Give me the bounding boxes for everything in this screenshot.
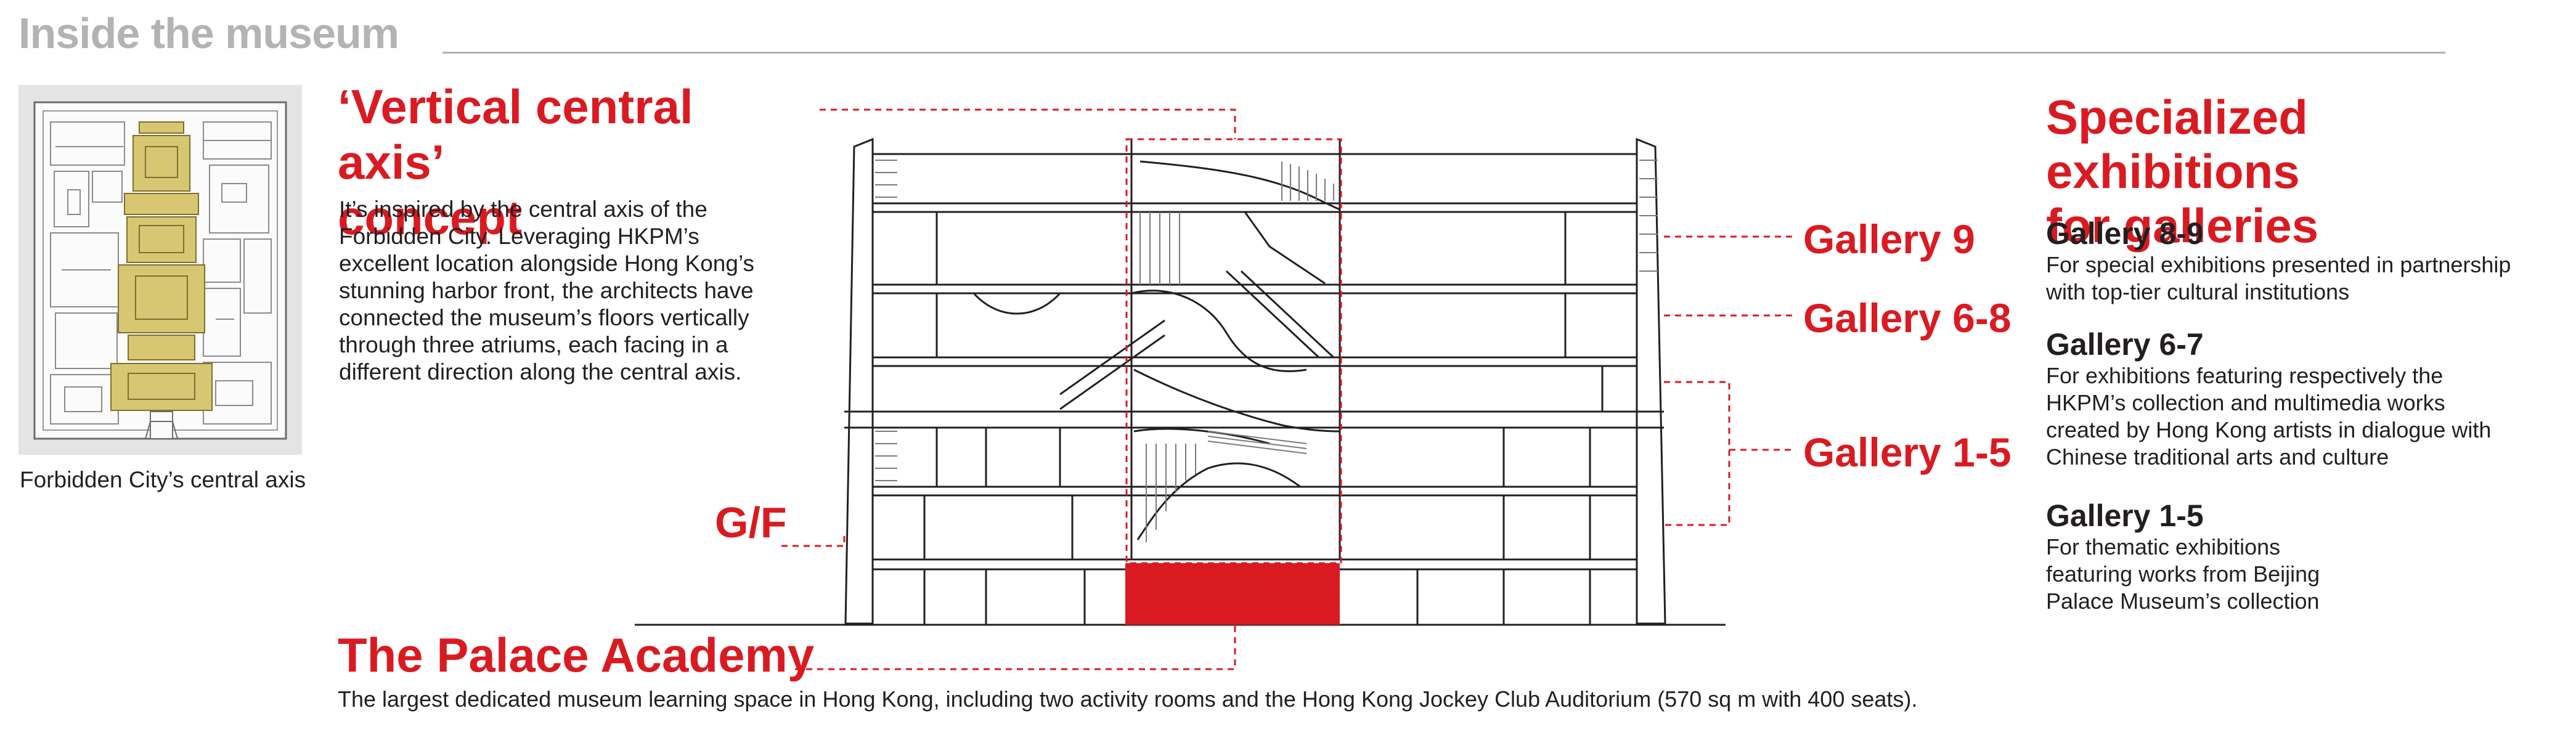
gallery-1-5-label: Gallery 1-5 xyxy=(1803,429,2011,475)
gallery-info-1-5: Gallery 1-5 For thematic exhibitions fea… xyxy=(2046,498,2576,615)
description-line: Palace Museum’s collection xyxy=(2046,588,2320,614)
description-line: created by Hong Kong artists in dialogue… xyxy=(2046,417,2492,442)
concept-title: ‘Vertical central axis’ concept xyxy=(338,79,806,245)
concept-line: different direction along the central ax… xyxy=(339,359,742,384)
description-line: featuring works from Beijing xyxy=(2046,561,2320,587)
concept-description: It’s inspired by the central axis of the… xyxy=(339,196,826,386)
academy-description: The largest dedicated museum learning sp… xyxy=(338,686,1918,712)
concept-line: connected the museum’s floors vertically xyxy=(339,305,749,330)
gallery-info-6-7: Gallery 6-7 For exhibitions featuring re… xyxy=(2046,327,2576,471)
forbidden-city-plan xyxy=(18,85,302,455)
specialized-title-line: Specialized exhibitions xyxy=(2046,90,2308,198)
gallery-name: Gallery 6-7 xyxy=(2046,327,2204,362)
description-line: For exhibitions featuring respectively t… xyxy=(2046,363,2444,388)
description-line: Chinese traditional arts and culture xyxy=(2046,444,2389,470)
gallery-description: For thematic exhibitions featuring works… xyxy=(2046,534,2576,615)
specialized-title-line: for galleries xyxy=(2046,198,2319,253)
concept-line: through three atriums, each facing in a xyxy=(339,332,728,357)
specialized-title: Specialized exhibitions for galleries xyxy=(2046,90,2564,253)
ground-floor-label: G/F xyxy=(715,498,787,547)
description-line: HKPM’s collection and multimedia works xyxy=(2046,390,2445,415)
section-title: Inside the museum xyxy=(18,9,399,57)
gallery-info-8-9: Gallery 8-9 For special exhibitions pres… xyxy=(2046,216,2576,306)
gallery-description: For special exhibitions presented in par… xyxy=(2046,251,2576,306)
concept-title-line: ‘Vertical central axis’ xyxy=(338,79,693,189)
gallery-6-8-label: Gallery 6-8 xyxy=(1803,295,2011,341)
concept-line: Forbidden City. Leveraging HKPM’s xyxy=(339,224,699,249)
concept-line: It’s inspired by the central axis of the xyxy=(339,197,707,222)
gallery-description: For exhibitions featuring respectively t… xyxy=(2046,362,2576,471)
forbidden-city-caption: Forbidden City’s central axis xyxy=(20,467,306,492)
palace-academy-block xyxy=(1125,563,1340,625)
header-divider xyxy=(442,52,2445,54)
academy-title: The Palace Academy xyxy=(338,628,815,682)
gallery-name: Gallery 8-9 xyxy=(2046,216,2204,251)
gallery-9-label: Gallery 9 xyxy=(1803,216,1975,262)
description-line: For special exhibitions presented in par… xyxy=(2046,252,2511,277)
concept-line: excellent location alongside Hong Kong’s xyxy=(339,251,755,276)
description-line: with top-tier cultural institutions xyxy=(2046,279,2350,304)
concept-line: stunning harbor front, the architects ha… xyxy=(339,278,754,303)
gallery-name: Gallery 1-5 xyxy=(2046,498,2204,533)
concept-title-line: concept xyxy=(338,190,523,245)
description-line: For thematic exhibitions xyxy=(2046,534,2281,559)
